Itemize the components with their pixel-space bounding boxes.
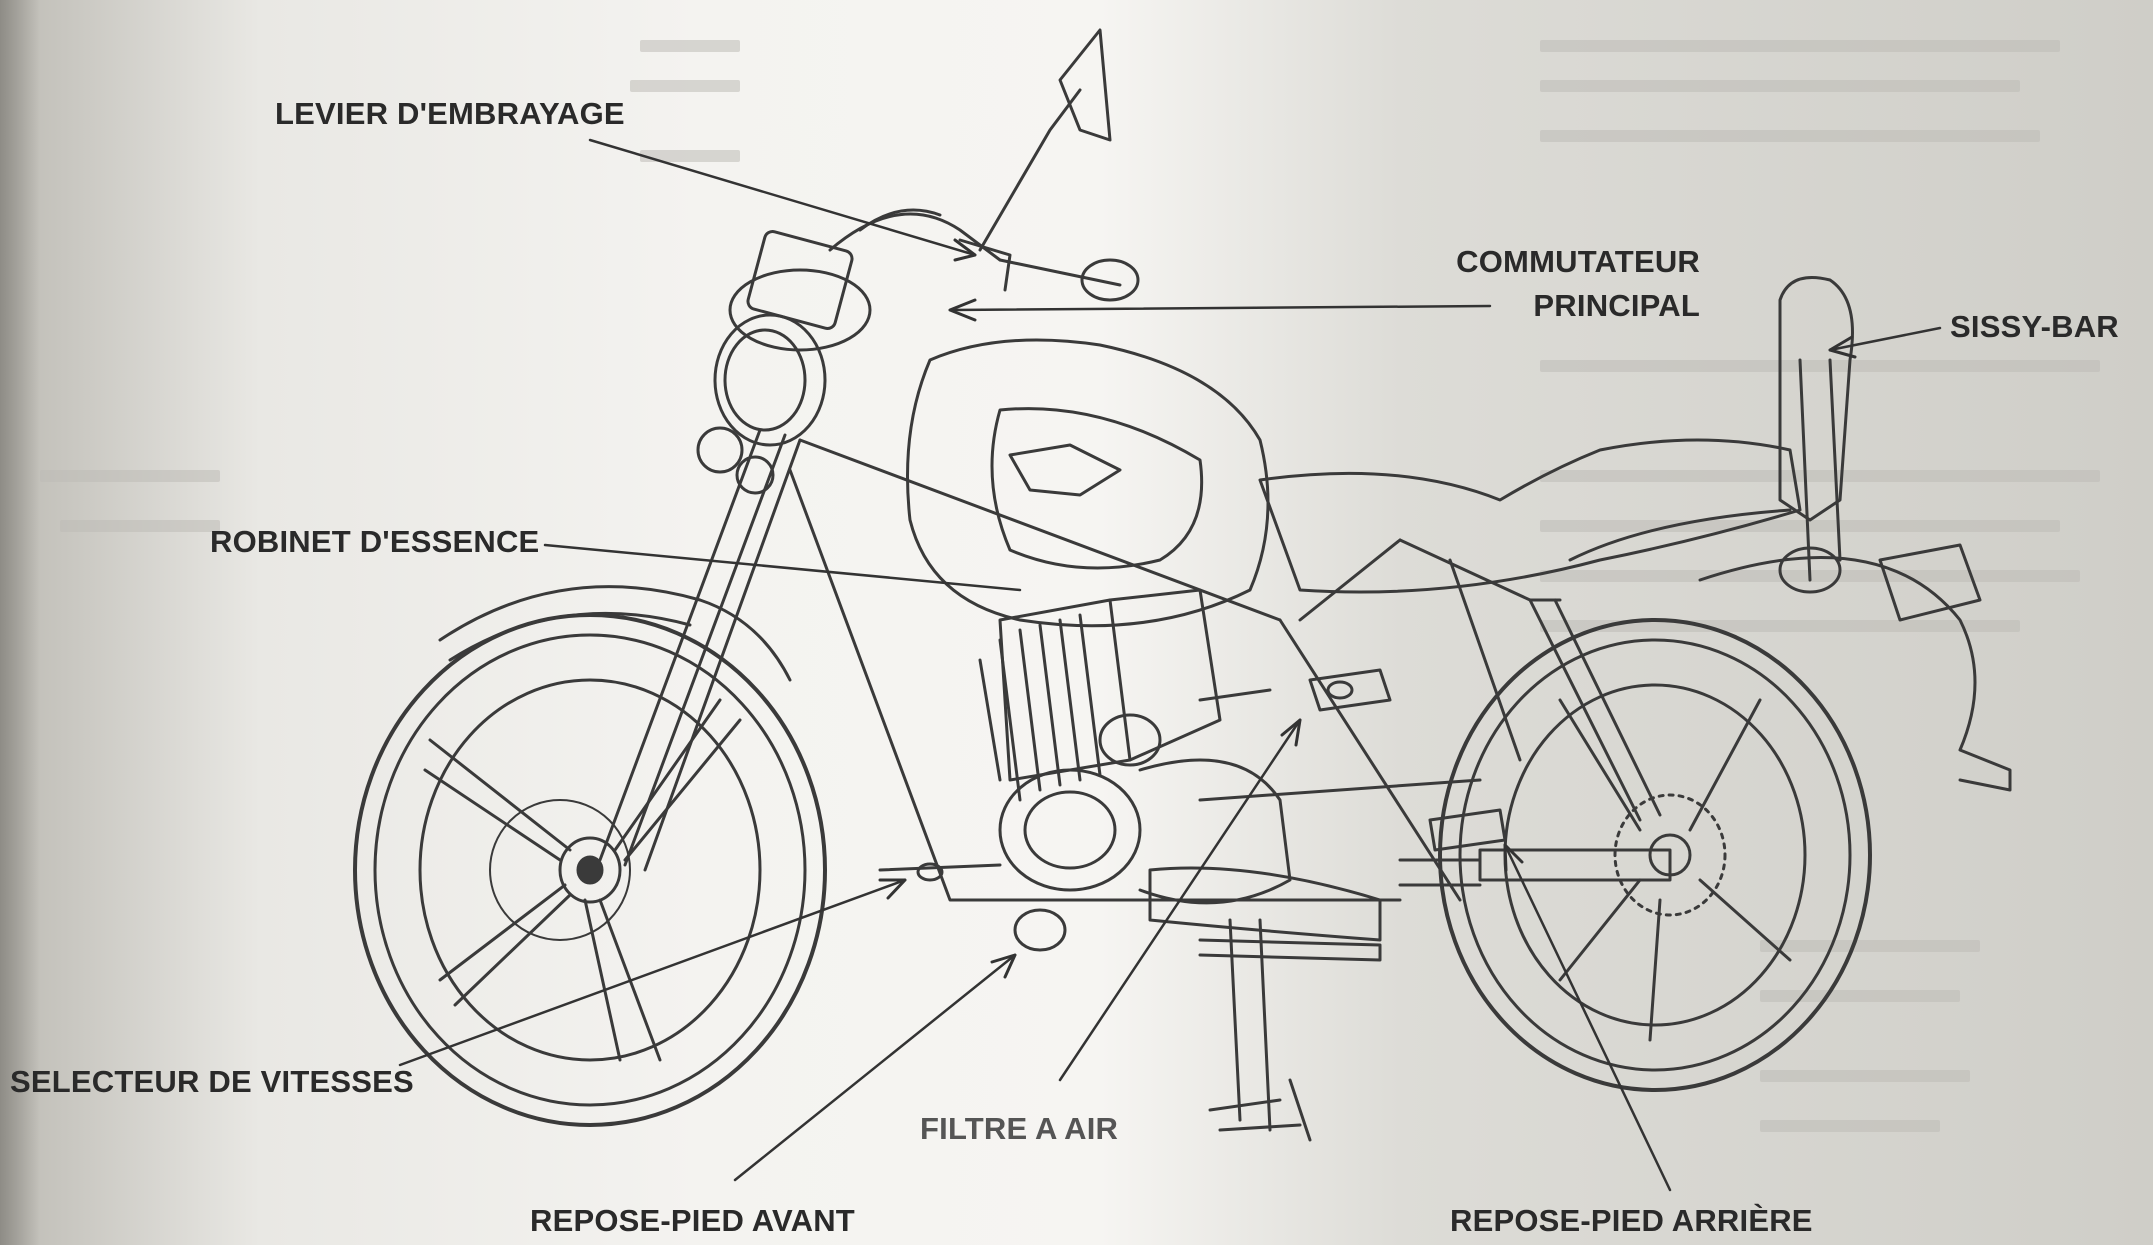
swingarm [1398,558,1672,887]
fuel-tank [906,338,1270,628]
label-gear-selector: SELECTEUR DE VITESSES [10,1064,414,1099]
leader-lines [398,138,1942,1192]
label-main-switch-line1: COMMUTATEUR [1456,244,1700,279]
headlight [696,230,872,495]
label-sissy-bar: SISSY-BAR [1950,309,2119,344]
front-wheel [353,613,827,1127]
front-fork [438,428,802,872]
label-front-footrest: REPOSE-PIED AVANT [530,1203,855,1238]
label-rear-footrest: REPOSE-PIED ARRIÈRE [1450,1203,1813,1238]
engine [978,588,1292,952]
label-main-switch-line2: PRINCIPAL [1533,288,1700,323]
exhaust [1148,866,1382,962]
side-stand [1208,918,1312,1142]
handlebar [828,28,1140,302]
front-footrest-part [878,862,1002,882]
rear-fender [1698,543,2012,792]
page-fold-shadow [0,0,40,1245]
label-fuel-valve: ROBINET D'ESSENCE [210,524,540,559]
sissy-bar [1778,276,1854,582]
label-air-filter: FILTRE A AIR [920,1111,1119,1146]
rear-footrest-part [1428,808,1507,852]
frame [788,438,1562,902]
air-filter-housing [1198,668,1392,712]
label-clutch-lever: LEVIER D'EMBRAYAGE [275,96,625,131]
seat [1258,438,1802,594]
